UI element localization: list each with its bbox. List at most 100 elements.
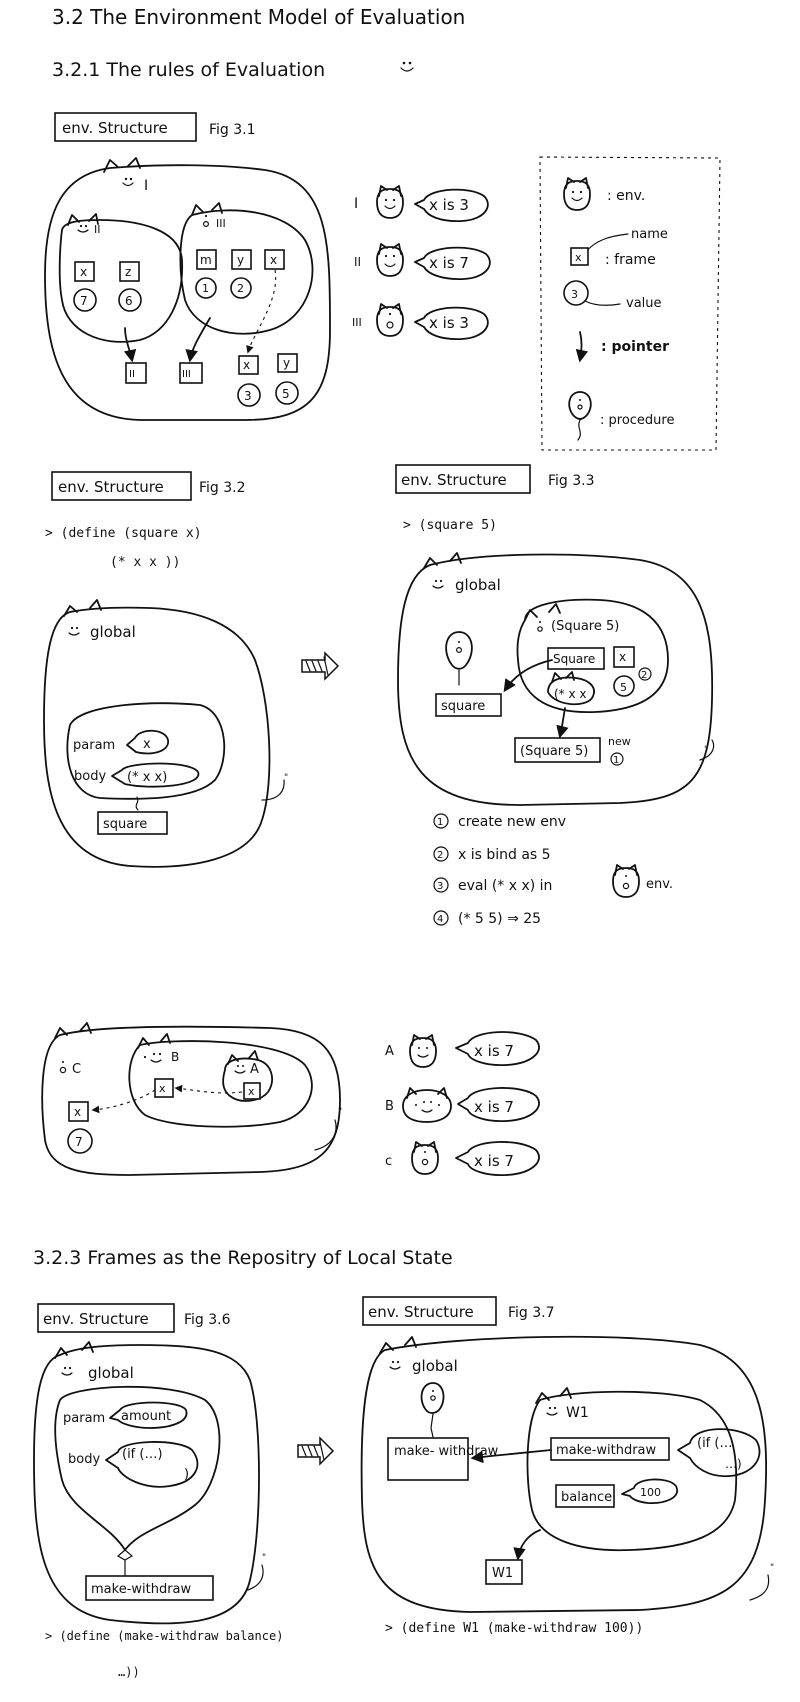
fig36-caption: Fig 3.6 [184, 1312, 231, 1328]
svg-text:x: x [143, 737, 151, 752]
svg-text:…): …) [725, 1457, 742, 1471]
env-I-label: I [122, 177, 148, 194]
svg-text:B: B [385, 1099, 394, 1114]
fig36-global-env: " global param amount body (if (…) ) mak… [33, 1341, 266, 1625]
svg-text:new: new [608, 735, 631, 748]
svg-text:m: m [200, 253, 212, 267]
svg-text:global: global [412, 1357, 458, 1375]
svg-text:amount: amount [121, 1409, 171, 1424]
svg-text:make-withdraw: make-withdraw [556, 1443, 657, 1458]
env-II-region: II x z 7 6 [58, 213, 184, 343]
svg-text:y: y [237, 253, 244, 267]
legend-pointer: : pointer [601, 339, 669, 355]
list-item: 1 create new env [433, 813, 566, 830]
svg-text:B: B [171, 1050, 179, 1064]
env-list-item: A x is 7 [385, 1031, 540, 1068]
svg-text:1: 1 [613, 755, 619, 766]
fig32-caption: Fig 3.2 [199, 480, 246, 496]
svg-text:): ) [184, 1467, 189, 1482]
svg-text:C: C [72, 1062, 81, 1077]
svg-text:3: 3 [437, 881, 443, 892]
svg-text:A: A [250, 1062, 259, 1077]
svg-text:II: II [94, 223, 101, 236]
svg-text:x is 3: x is 3 [429, 314, 469, 332]
svg-text:x: x [575, 251, 582, 264]
svg-text:(* x x): (* x x) [127, 770, 167, 785]
fig37-caption: Fig 3.7 [508, 1305, 555, 1321]
svg-text:global: global [455, 576, 501, 594]
legend: : env. name x : frame 3 value : pointer … [539, 156, 721, 451]
svg-text:global: global [88, 1364, 134, 1382]
fig33-tag: env. Structure [395, 464, 531, 494]
list-item: 2 x is bind as 5 [433, 846, 551, 863]
legend-env: : env. [607, 188, 645, 204]
svg-text:I: I [144, 178, 148, 194]
svg-text:create new env: create new env [458, 814, 566, 830]
svg-text:(if (…): (if (…) [122, 1447, 163, 1462]
svg-text:": " [704, 745, 708, 755]
list-item: 3 eval (* x x) in env. [433, 864, 673, 898]
svg-text:env. Structure: env. Structure [368, 1303, 474, 1321]
env-list-item: I x is 3 [354, 185, 489, 222]
svg-text:3: 3 [571, 288, 578, 301]
svg-text:A: A [385, 1044, 394, 1059]
heading-3-2-1: 3.2.1 The rules of Evaluation [52, 59, 325, 81]
svg-text:x is bind as 5: x is bind as 5 [458, 847, 551, 863]
fig-abc: " C B A x x x 7 [41, 1022, 342, 1176]
svg-text:eval (* x x) in: eval (* x x) in [458, 878, 552, 894]
heading-3-2: 3.2 The Environment Model of Evaluation [52, 5, 465, 29]
svg-text:x: x [243, 358, 250, 372]
svg-text:square: square [103, 817, 147, 832]
heading-3-2-3: 3.2.3 Frames as the Repositry of Local S… [33, 1247, 453, 1269]
arrow-right-icon [301, 651, 340, 681]
svg-text:(* 5 5) ⇒ 25: (* 5 5) ⇒ 25 [458, 911, 541, 927]
svg-text:env. Structure: env. Structure [58, 478, 164, 496]
smiley-icon [400, 61, 414, 72]
svg-text:x is 3: x is 3 [429, 196, 469, 214]
legend-value: value [626, 296, 662, 311]
svg-text:6: 6 [125, 294, 133, 308]
env-list-item: B x is 7 [385, 1087, 540, 1123]
abc-list: A x is 7 B x is 7 c x is 7 [385, 1031, 540, 1176]
fig33-code: > (square 5) [403, 518, 497, 533]
fig33-steps: 1 create new env 2 x is bind as 5 3 eval… [433, 813, 673, 927]
svg-text:balance: balance [561, 1490, 612, 1505]
fig33-global-env: " global square (Square 5) Square x 2 5 … [397, 552, 715, 806]
svg-text:c: c [385, 1154, 392, 1169]
svg-text:III: III [182, 369, 191, 380]
w1-env: W1 make-withdraw balance (if (… …) 100 [470, 1387, 761, 1561]
svg-text:square: square [441, 699, 485, 714]
fig36-tag: env. Structure [37, 1303, 175, 1333]
svg-text:100: 100 [640, 1486, 661, 1499]
svg-text:y: y [283, 356, 290, 370]
fig37-global-env: " global make- withdraw W1 make-withdraw… [360, 1335, 774, 1613]
fig32-tag: env. Structure [51, 471, 192, 501]
svg-text:global: global [90, 623, 136, 641]
svg-text:3: 3 [244, 389, 252, 403]
svg-text:x: x [270, 253, 277, 267]
fig31-tag: env. Structure [54, 112, 197, 142]
env-list-item: III x is 3 [352, 303, 489, 340]
svg-text:body: body [68, 1452, 100, 1467]
svg-text:z: z [125, 265, 131, 279]
fig37-code: > (define W1 (make-withdraw 100)) [385, 1621, 643, 1636]
svg-text:x: x [159, 1082, 166, 1095]
svg-text:2: 2 [237, 282, 244, 295]
svg-text:4: 4 [437, 914, 443, 925]
balloon-icon [568, 391, 592, 441]
svg-text:1: 1 [437, 817, 443, 828]
svg-text:2: 2 [437, 850, 443, 861]
legend-procedure: : procedure [600, 413, 674, 428]
svg-text:(if (…: (if (… [697, 1436, 732, 1451]
env-list-item: c x is 7 [385, 1141, 540, 1176]
svg-text:(* x x: (* x x [554, 687, 587, 701]
fig37-tag: env. Structure [362, 1296, 497, 1326]
svg-text:5: 5 [620, 681, 627, 694]
svg-text:2: 2 [641, 670, 647, 681]
svg-text:(Square 5): (Square 5) [551, 619, 619, 634]
env-III-region: III m y x 1 2 [179, 202, 314, 335]
svg-text:param: param [73, 738, 115, 753]
svg-text:env. Structure: env. Structure [401, 471, 507, 489]
fig33-caption: Fig 3.3 [548, 473, 595, 489]
